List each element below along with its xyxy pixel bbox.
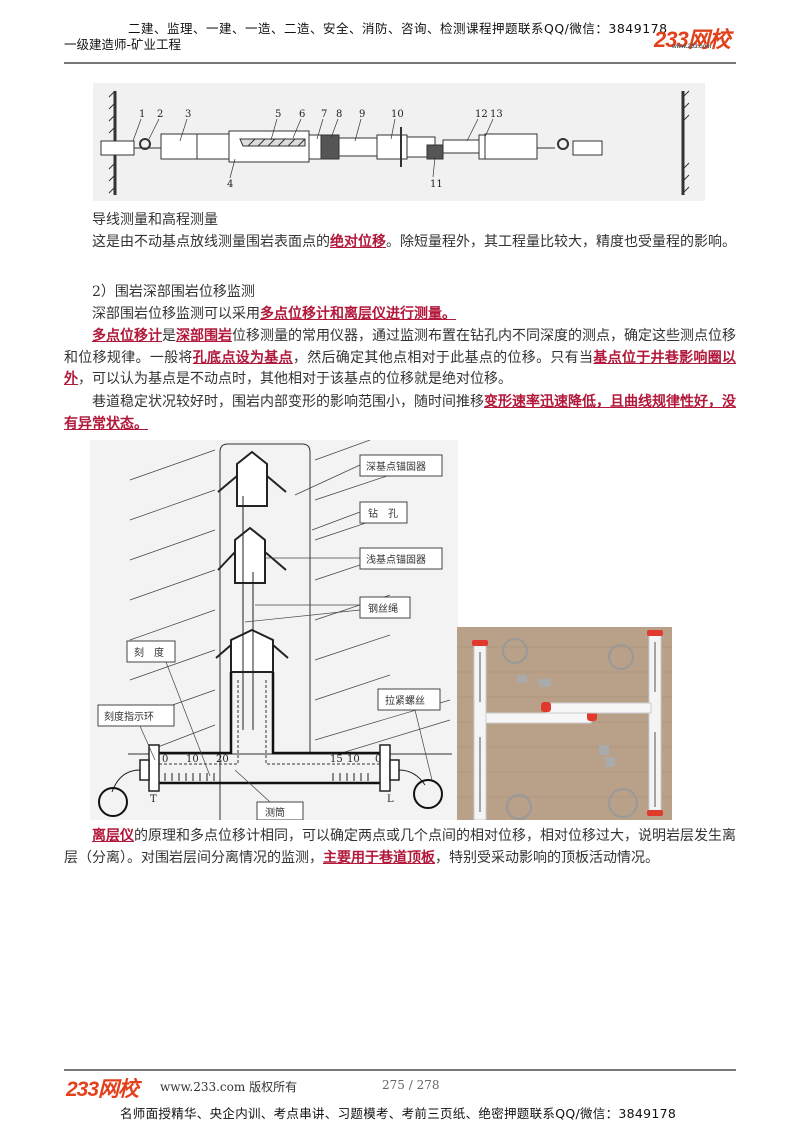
highlight-separation-meter: 离层仪 xyxy=(92,828,134,844)
svg-text:20: 20 xyxy=(216,754,229,765)
svg-text:测筒: 测筒 xyxy=(265,806,285,819)
paragraph-separation-meter: 离层仪的原理和多点位移计相同，可以确定两点或几个点间的相对位移，相对位移过大，说… xyxy=(64,828,736,866)
highlight-methods: 多点位移计和离层仪进行测量。 xyxy=(260,306,456,322)
highlight-deep-rock: 深部围岩 xyxy=(176,328,232,344)
header-promo-line: 二建、监理、一建、一造、二造、安全、消防、咨询、检测课程押题联系QQ/微信：38… xyxy=(128,21,668,36)
paragraph-traverse-survey: 导线测量和高程测量 xyxy=(92,212,218,228)
svg-text:T: T xyxy=(150,794,157,805)
footer-copyright: www.233.com 版权所有 xyxy=(160,1080,298,1094)
document-subtitle: 一级建造师-矿业工程 xyxy=(64,37,182,52)
svg-text:0: 0 xyxy=(375,754,381,765)
paragraph-absolute-displacement: 这是由不动基点放线测量围岩表面点的绝对位移。除短量程外，其工程量比较大，精度也受… xyxy=(92,234,736,250)
svg-text:15: 15 xyxy=(330,754,343,765)
svg-text:钢丝绳: 钢丝绳 xyxy=(368,602,398,615)
svg-text:钻 孔: 钻 孔 xyxy=(368,507,398,520)
paragraph-stable-roadway: 巷道稳定状况较好时，围岩内部变形的影响范围小，随时间推移变形速率迅速降低，且曲线… xyxy=(64,394,736,432)
brand-logo: 233网校 xyxy=(654,27,731,52)
svg-text:6: 6 xyxy=(299,109,305,120)
footer-brand-logo: 233网校 xyxy=(66,1078,139,1101)
svg-text:浅基点锚固器: 浅基点锚固器 xyxy=(366,553,426,566)
paragraph-multipoint-extensometer: 多点位移计是深部围岩位移测量的常用仪器，通过监测布置在钻孔内不同深度的测点，确定… xyxy=(64,328,737,388)
svg-text:13: 13 xyxy=(490,109,503,120)
svg-text:刻 度: 刻 度 xyxy=(134,646,164,659)
highlight-roof-usage: 主要用于巷道顶板 xyxy=(323,849,435,866)
highlight-multipoint-extensometer: 多点位移计 xyxy=(92,328,162,344)
section-heading-deep-monitoring: 2）围岩深部围岩位移监测 xyxy=(92,284,255,300)
svg-text:3: 3 xyxy=(185,109,191,120)
svg-text:11: 11 xyxy=(430,179,443,190)
svg-text:9: 9 xyxy=(359,109,365,120)
svg-text:4: 4 xyxy=(227,179,233,190)
brand-logo-url: www.233.com xyxy=(672,44,712,50)
svg-text:L: L xyxy=(387,794,394,805)
svg-text:拉紧螺丝: 拉紧螺丝 xyxy=(385,694,425,707)
highlight-outside-influence: 基点位于井巷影响圈以外 xyxy=(64,349,737,388)
svg-text:7: 7 xyxy=(321,109,327,120)
svg-text:5: 5 xyxy=(275,109,281,120)
svg-text:10: 10 xyxy=(186,754,199,765)
svg-text:10: 10 xyxy=(347,754,360,765)
svg-text:12: 12 xyxy=(475,109,488,120)
svg-text:10: 10 xyxy=(391,109,404,120)
svg-text:刻度指示环: 刻度指示环 xyxy=(104,710,154,723)
highlight-absolute-displacement: 绝对位移 xyxy=(330,234,386,250)
footer-promo-line: 名师面授精华、央企内训、考点串讲、习题模考、考前三页纸、绝密押题联系QQ/微信：… xyxy=(120,1106,677,1121)
svg-text:8: 8 xyxy=(336,109,342,120)
highlight-deformation-rate: 变形速率迅速降低，且曲线规律性好，没有异常状态。 xyxy=(64,394,736,432)
svg-text:2: 2 xyxy=(157,109,163,120)
footer-divider xyxy=(64,1069,736,1071)
paragraph-deep-methods: 深部围岩位移监测可以采用多点位移计和离层仪进行测量。 xyxy=(92,306,456,322)
extensometer-schematic: 0 10 20 15 10 0 T L 深基点锚固器 钻 孔 浅基点锚固器 xyxy=(90,439,458,825)
svg-text:0: 0 xyxy=(162,754,168,765)
highlight-base-point: 孔底点设为基点 xyxy=(192,349,293,366)
svg-text:深基点锚固器: 深基点锚固器 xyxy=(366,460,426,473)
svg-text:1: 1 xyxy=(139,109,145,120)
header-divider xyxy=(64,62,736,64)
separation-meter-photo xyxy=(457,627,672,820)
page-number: 275 / 278 xyxy=(382,1078,440,1092)
